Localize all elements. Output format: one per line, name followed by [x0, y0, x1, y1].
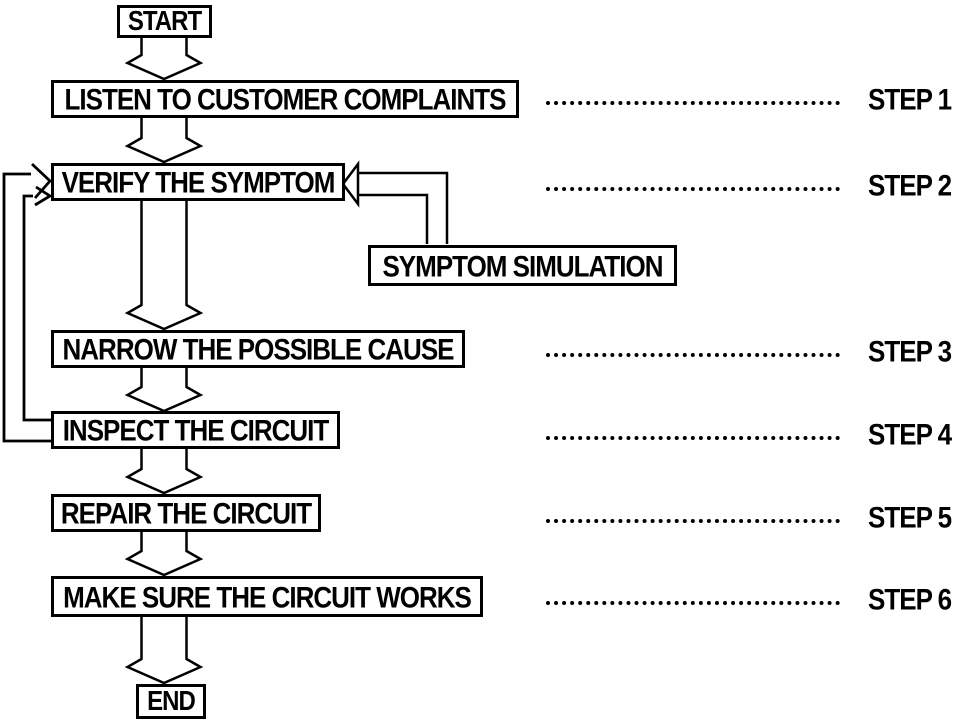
dotted-leader-step-5: [546, 519, 840, 523]
arrow-repair-to-makesure: [124, 530, 204, 577]
arrow-makesure-to-end: [124, 615, 204, 685]
node-end: END: [136, 684, 206, 719]
node-repair-the-circuit: REPAIR THE CIRCUIT: [51, 494, 321, 532]
symptom-arrowhead: [341, 160, 360, 208]
feedback-arrowhead-outer: [31, 162, 52, 199]
dotted-leader-step-4: [546, 436, 840, 440]
node-start: START: [117, 5, 212, 38]
step-label-1: STEP 1: [868, 81, 952, 117]
step-2-text: STEP 2: [868, 167, 952, 203]
step-label-5: STEP 5: [868, 499, 952, 535]
node-end-label: END: [147, 685, 196, 717]
arrow-narrow-to-inspect: [124, 366, 204, 413]
feedback-arrowhead-inner: [34, 185, 53, 207]
node-make-sure-the-circuit-works: MAKE SURE THE CIRCUIT WORKS: [51, 576, 483, 617]
node-listen-label: LISTEN TO CUSTOMER COMPLAINTS: [64, 81, 507, 117]
step-label-2: STEP 2: [868, 167, 952, 203]
step-5-text: STEP 5: [868, 499, 952, 535]
node-narrow-the-possible-cause: NARROW THE POSSIBLE CAUSE: [51, 330, 465, 368]
symptom-arrow-shaft-inner: [357, 193, 429, 244]
dotted-leader-step-3: [546, 353, 840, 357]
dotted-leader-step-6: [546, 601, 840, 605]
step-3-text: STEP 3: [868, 333, 952, 369]
node-symptom-simulation: SYMPTOM SIMULATION: [368, 245, 677, 286]
step-4-text: STEP 4: [868, 416, 952, 452]
arrow-listen-to-verify: [124, 116, 204, 164]
node-start-label: START: [127, 5, 202, 37]
dotted-leader-step-1: [546, 101, 840, 105]
step-label-4: STEP 4: [868, 416, 952, 452]
node-listen-to-customer-complaints: LISTEN TO CUSTOMER COMPLAINTS: [51, 80, 519, 118]
feedback-line-outer: [2, 172, 51, 443]
node-verify-the-symptom: VERIFY THE SYMPTOM: [51, 163, 345, 201]
symptom-arrow-shaft-outer: [357, 171, 449, 244]
node-narrow-label: NARROW THE POSSIBLE CAUSE: [62, 331, 454, 367]
node-verify-label: VERIFY THE SYMPTOM: [61, 164, 336, 200]
arrow-start-to-listen: [124, 35, 204, 81]
node-makesure-label: MAKE SURE THE CIRCUIT WORKS: [63, 579, 472, 614]
step-1-text: STEP 1: [868, 81, 952, 117]
step-label-3: STEP 3: [868, 333, 952, 369]
node-inspect-the-circuit: INSPECT THE CIRCUIT: [51, 411, 340, 449]
node-symptom-simulation-label: SYMPTOM SIMULATION: [382, 248, 663, 283]
step-label-6: STEP 6: [868, 581, 952, 617]
dotted-leader-step-2: [546, 187, 840, 191]
step-6-text: STEP 6: [868, 581, 952, 617]
arrow-verify-to-narrow: [124, 199, 204, 331]
node-repair-label: REPAIR THE CIRCUIT: [60, 495, 312, 531]
arrow-inspect-to-repair: [124, 448, 204, 495]
feedback-line-inner: [22, 194, 51, 422]
node-inspect-label: INSPECT THE CIRCUIT: [62, 412, 330, 448]
